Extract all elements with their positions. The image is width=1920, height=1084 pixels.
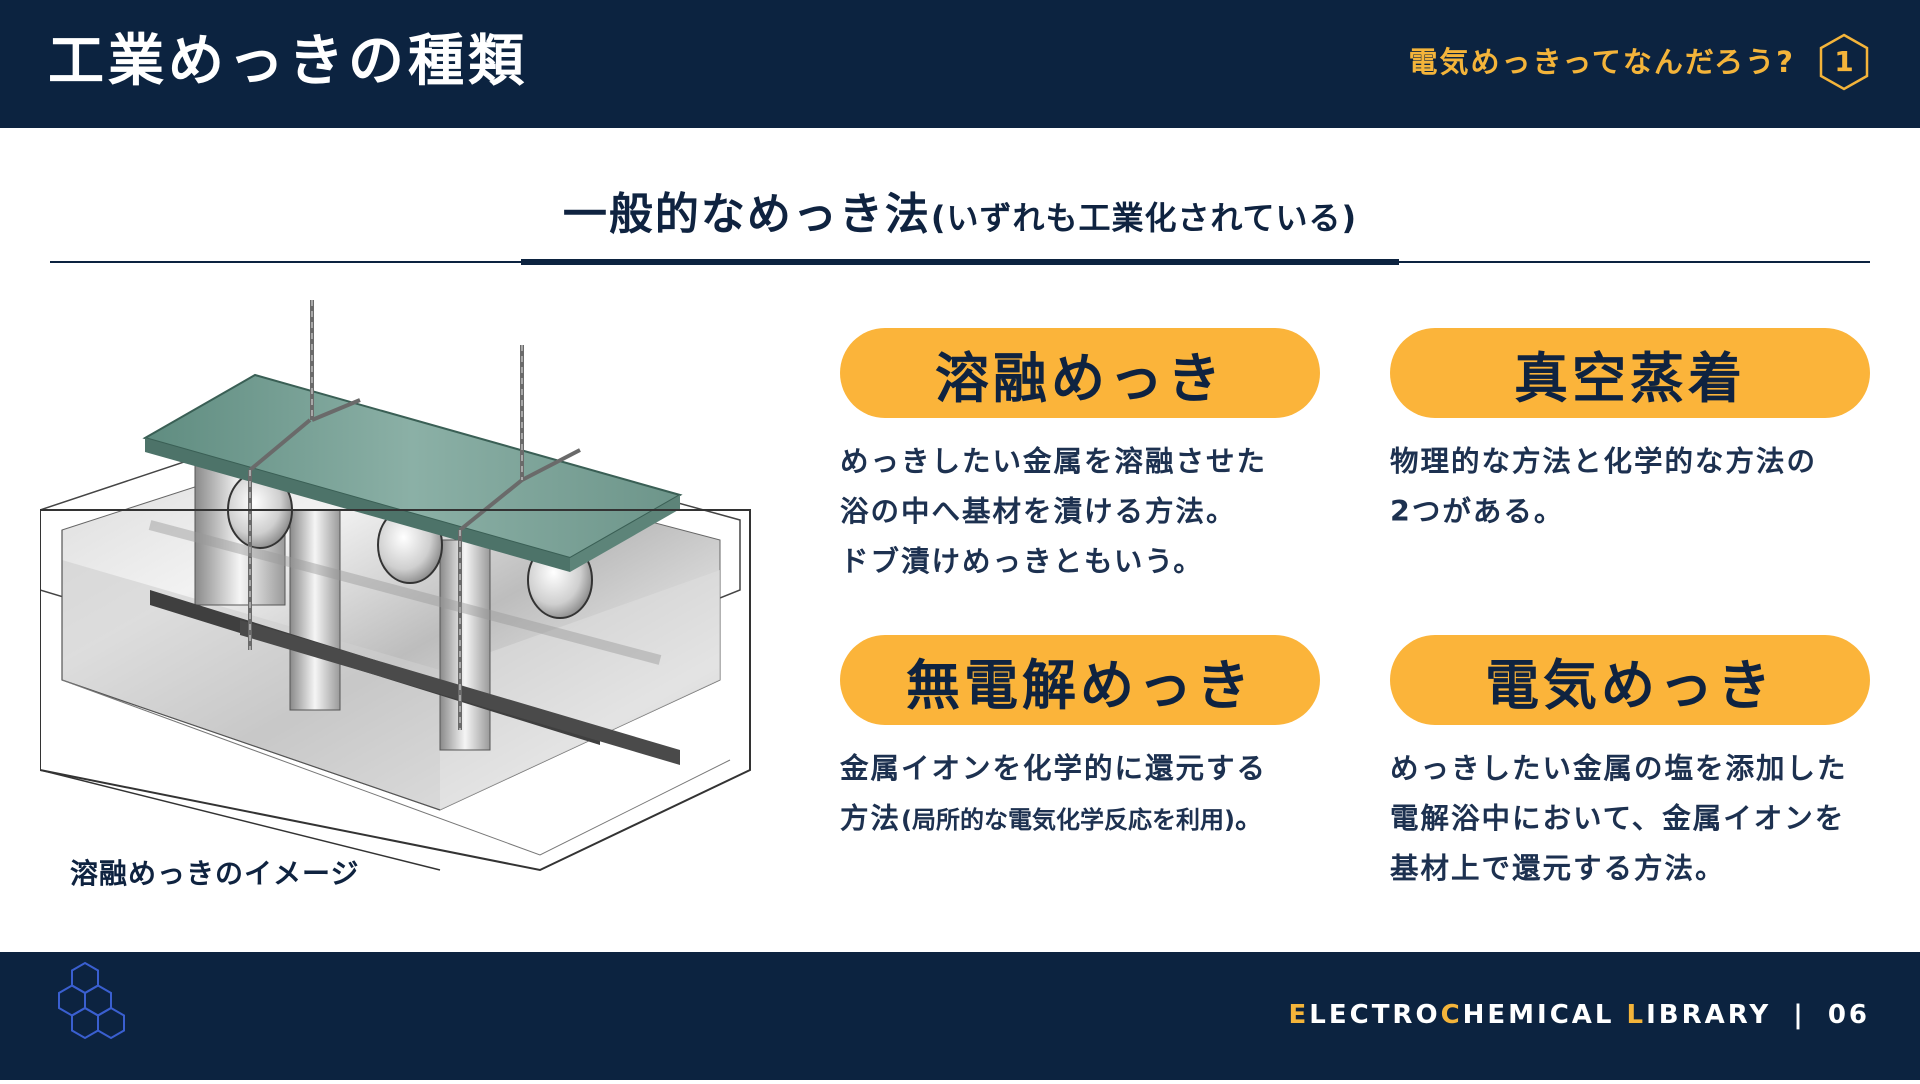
brand-text: IBRARY — [1646, 1000, 1772, 1030]
description-prefix: 方法 — [840, 802, 902, 835]
description-note: (局所的な電気化学反応を利用) — [901, 806, 1235, 834]
page-title: 工業めっきの種類 — [48, 29, 528, 94]
hexagon-cluster-icon — [48, 952, 148, 1080]
description-line: 浴の中へ基材を漬ける方法。 — [840, 495, 1237, 528]
brand-letter-accent: E — [1288, 1000, 1310, 1030]
chapter-number: 1 — [1834, 45, 1854, 78]
method-vacuum-deposition-title: 真空蒸着 — [1390, 328, 1870, 418]
page-number: 06 — [1827, 1000, 1870, 1030]
hot-dip-tank-illustration — [39, 290, 760, 880]
chapter-badge: 1 — [1818, 33, 1870, 91]
hexagon-icon — [1819, 33, 1869, 91]
brand-text: HEMICAL — [1462, 1000, 1627, 1030]
description-suffix: 。 — [1234, 802, 1266, 835]
brand-separator: | — [1793, 1000, 1806, 1030]
brand-name: ELECTROCHEMICAL LIBRARY | 06 — [1289, 1000, 1870, 1030]
description-line: 基材上で還元する方法。 — [1390, 852, 1726, 885]
description-line: ドブ漬けめっきともいう。 — [840, 545, 1204, 578]
description-line: 電解浴中において、金属イオンを — [1390, 802, 1846, 835]
section-heading-note: (いずれも工業化されている) — [930, 199, 1358, 237]
section-heading-underline — [521, 259, 1399, 265]
description-line: 物理的な方法と化学的な方法の — [1390, 445, 1818, 478]
description-line: めっきしたい金属の塩を添加した — [1390, 752, 1848, 785]
section-heading-main: 一般的なめっき法 — [562, 189, 931, 240]
brand-letter-accent: L — [1626, 1000, 1647, 1030]
method-electroless-description: 金属イオンを化学的に還元する 方法(局所的な電気化学反応を利用)。 — [840, 744, 1340, 845]
description-line: 2つがある。 — [1390, 495, 1565, 528]
method-electroless-title: 無電解めっき — [840, 635, 1320, 725]
description-line: めっきしたい金属を溶融させた — [840, 445, 1268, 478]
description-line: 金属イオンを化学的に還元する — [840, 752, 1268, 785]
brand-text: LECTRO — [1309, 1000, 1441, 1030]
method-hot-dip-title: 溶融めっき — [840, 328, 1320, 418]
footer-bar: ELECTROCHEMICAL LIBRARY | 06 — [0, 952, 1920, 1080]
method-electroplating-description: めっきしたい金属の塩を添加した 電解浴中において、金属イオンを 基材上で還元する… — [1390, 744, 1890, 894]
section-heading: 一般的なめっき法(いずれも工業化されている) — [0, 178, 1920, 242]
brand-letter-accent: C — [1440, 1000, 1463, 1030]
series-label: 電気めっきってなんだろう? — [1408, 45, 1795, 79]
header-bar: 工業めっきの種類 電気めっきってなんだろう? 1 — [0, 0, 1920, 128]
method-vacuum-deposition-description: 物理的な方法と化学的な方法の 2つがある。 — [1390, 437, 1890, 537]
description-line: 方法(局所的な電気化学反応を利用)。 — [840, 794, 1340, 845]
tank-illustration-svg — [39, 300, 751, 872]
method-electroplating-title: 電気めっき — [1390, 635, 1870, 725]
illustration-caption: 溶融めっきのイメージ — [70, 857, 360, 890]
method-hot-dip-description: めっきしたい金属を溶融させた 浴の中へ基材を漬ける方法。 ドブ漬けめっきともいう… — [840, 437, 1340, 587]
